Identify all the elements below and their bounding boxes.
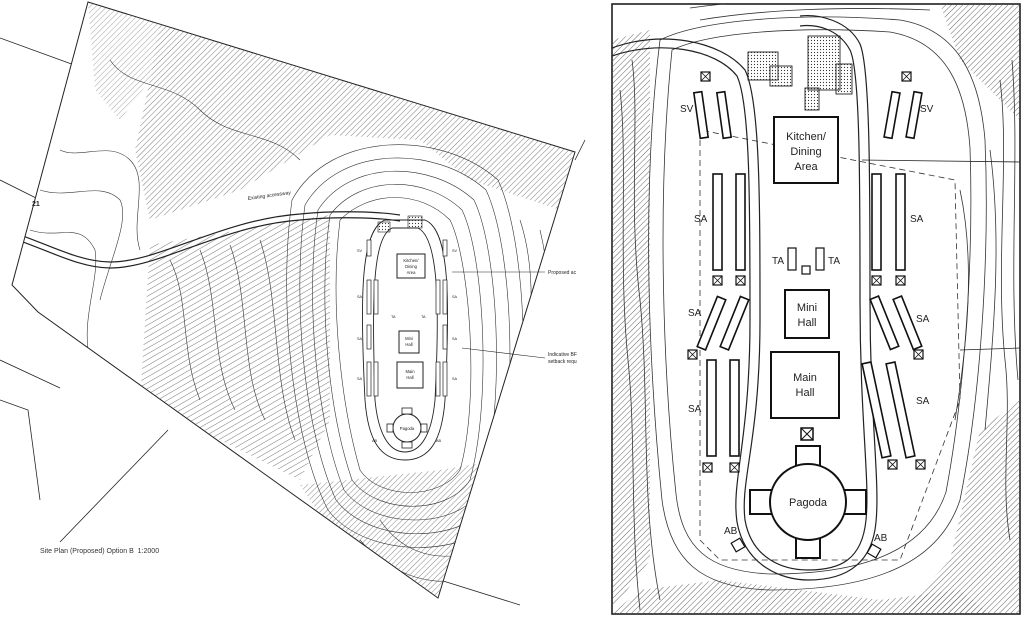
ta-label-right: TA	[828, 256, 840, 267]
ov-ta-label-right: TA	[421, 315, 426, 319]
ov-sv-label-right: SV	[452, 249, 458, 253]
plan-caption-title: Site Plan (Proposed) Option B	[40, 548, 134, 555]
main-hall-building	[770, 351, 840, 419]
ov-ta-label-left: TA	[391, 315, 396, 319]
ov-mini-label-1: Mini	[405, 336, 413, 341]
pagoda-label: Pagoda	[789, 497, 828, 509]
ov-sa-label-4: SA	[452, 295, 458, 299]
existing-structures	[747, 35, 853, 111]
ab-label-left: AB	[724, 526, 738, 537]
sa-label-3: SA	[688, 404, 702, 415]
sa-label-1: SA	[694, 214, 708, 225]
ov-sa-label-3: SA	[357, 377, 363, 381]
proposed-label: Proposed ac	[548, 270, 577, 276]
mini-hall-building	[784, 289, 830, 339]
sv-label-right: SV	[920, 104, 934, 115]
sa-label-6: SA	[916, 396, 930, 407]
kitchen-label-line1: Kitchen/	[786, 131, 827, 143]
ov-main-label-1: Main	[405, 369, 415, 374]
ov-main-label-2: Hall	[406, 375, 413, 380]
sv-label-left: SV	[680, 104, 694, 115]
sa-label-5: SA	[916, 314, 930, 325]
kitchen-dining-building	[773, 116, 839, 184]
ov-sa-label-2: SA	[357, 337, 363, 341]
sa-label-4: SA	[910, 214, 924, 225]
ov-mini-label-2: Hall	[405, 342, 412, 347]
plan-caption: Site Plan (Proposed) Option B 1:2000	[40, 548, 159, 555]
pagoda-building	[749, 445, 867, 559]
main-hall-label-line2: Hall	[796, 387, 815, 399]
ov-ab-label-right: AB	[436, 439, 442, 443]
ov-sa-label-6: SA	[452, 377, 458, 381]
ov-sa-label-5: SA	[452, 337, 458, 341]
ov-kitchen-label-1: Kitchen/	[403, 258, 419, 263]
road-number-label: 21	[32, 201, 40, 208]
ta-label-left: TA	[772, 256, 784, 267]
ov-ab-label-left: AB	[372, 439, 378, 443]
detail-map: Kitchen/ Dining Area Mini Hall Main Hall…	[611, 3, 1021, 615]
main-hall-label-line1: Main	[793, 372, 817, 384]
ov-sa-label-1: SA	[357, 295, 363, 299]
indicative-label-line2: setback requ	[548, 359, 577, 365]
overview-map: 21 Existing accessway Proposed ac Indica…	[0, 1, 586, 606]
ov-pagoda-label: Pagoda	[400, 426, 415, 431]
existing-accessway	[12, 211, 401, 263]
ov-kitchen-label-2: Dining	[405, 264, 418, 269]
plan-caption-scale: 1:2000	[137, 548, 160, 555]
ov-kitchen-label-3: Area	[407, 270, 417, 275]
indicative-label-line1: Indicative BF	[548, 352, 577, 358]
ov-sv-label-left: SV	[357, 249, 363, 253]
mini-hall-label-line2: Hall	[798, 317, 817, 329]
kitchen-label-line3: Area	[794, 161, 818, 173]
sa-label-2: SA	[688, 308, 702, 319]
mini-hall-label-line1: Mini	[797, 302, 817, 314]
kitchen-label-line2: Dining	[790, 146, 821, 158]
ab-label-right: AB	[874, 533, 888, 544]
